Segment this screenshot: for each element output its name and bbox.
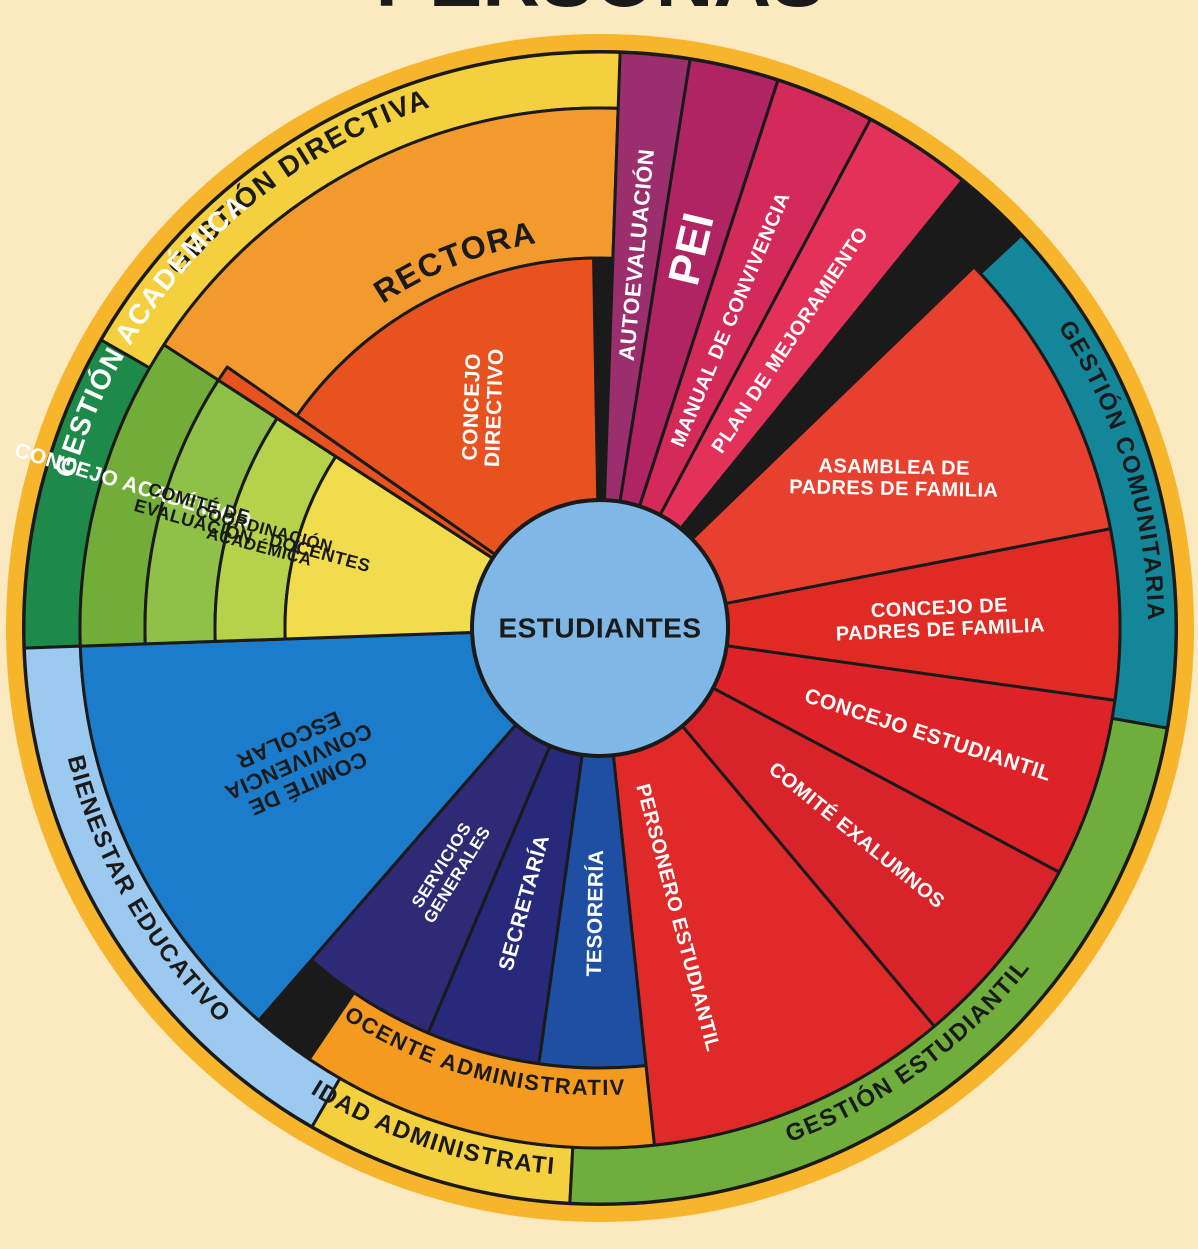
- center-circle: [470, 498, 730, 758]
- header-partial-text: PERSONAS: [376, 0, 825, 23]
- label-tesoreria: TESORERÍA: [582, 849, 607, 976]
- segment-docente-administrativo: [307, 991, 656, 1150]
- label-asamblea-padres: ASAMBLEA DEPADRES DE FAMILIA: [789, 455, 999, 502]
- label-concejo-directivo: CONCEJODIRECTIVO: [458, 347, 508, 467]
- center-label: ESTUDIANTES: [498, 613, 701, 644]
